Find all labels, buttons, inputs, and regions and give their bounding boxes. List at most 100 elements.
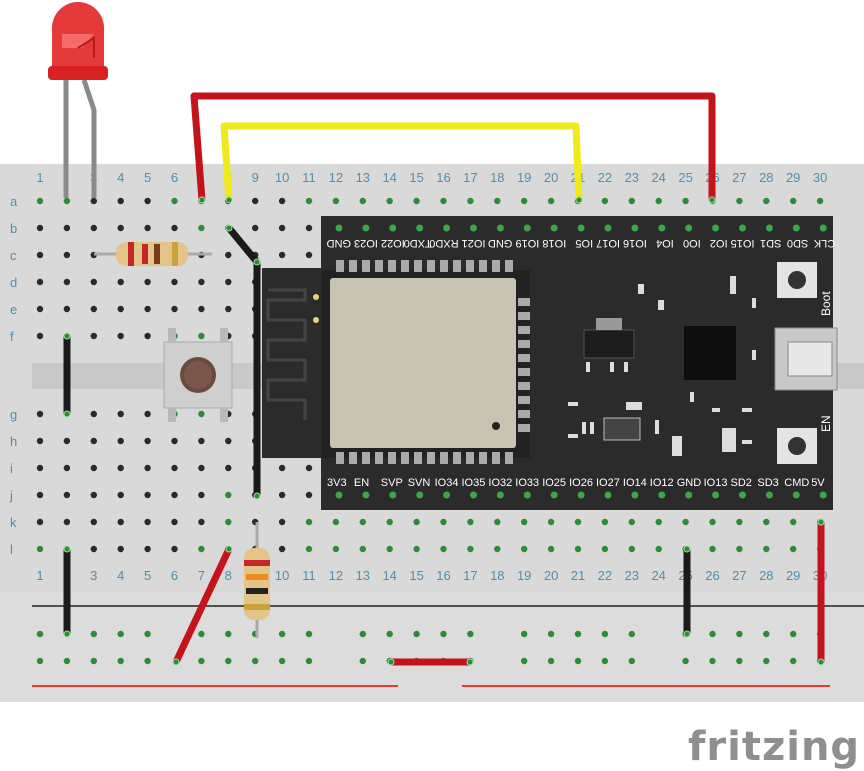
esp32-top-pin[interactable] xyxy=(712,224,720,232)
esp32-top-pin[interactable] xyxy=(604,224,612,232)
breadboard-hole xyxy=(144,305,151,313)
rail-hole xyxy=(601,657,609,665)
esp32-bottom-pin[interactable] xyxy=(739,491,746,499)
esp32-bottom-pin-label: SVN xyxy=(408,477,431,489)
breadboard-hole xyxy=(198,278,205,286)
breadboard-hole xyxy=(359,545,366,553)
esp32-top-pin[interactable] xyxy=(496,224,504,232)
breadboard-hole xyxy=(117,224,124,232)
esp32-top-pin[interactable] xyxy=(765,224,773,232)
esp32-bottom-pin[interactable] xyxy=(496,491,504,499)
esp32-top-pin[interactable] xyxy=(470,224,477,232)
column-label: 10 xyxy=(275,170,289,185)
esp32-bottom-pin-label: IO32 xyxy=(488,477,512,489)
column-label: 17 xyxy=(463,568,477,583)
module-pad xyxy=(375,452,383,464)
esp32-bottom-pin[interactable] xyxy=(685,491,693,499)
esp32-top-pin[interactable] xyxy=(362,224,370,232)
breadboard-hole xyxy=(90,545,98,553)
wire-end xyxy=(225,224,233,232)
esp32-bottom-pin[interactable] xyxy=(523,491,531,499)
module-pad xyxy=(414,452,422,464)
breadboard-hole xyxy=(763,518,770,526)
breadboard-hole xyxy=(601,545,609,553)
esp32-top-pin[interactable] xyxy=(631,224,639,232)
wire-red-diagonal[interactable] xyxy=(172,547,233,664)
wire-red-top[interactable] xyxy=(190,92,716,201)
esp32-bottom-pin-label: SD2 xyxy=(731,477,752,489)
esp32-bottom-pin[interactable] xyxy=(792,491,800,499)
esp32-bottom-pin[interactable] xyxy=(658,491,666,499)
esp32-bottom-pin[interactable] xyxy=(604,491,612,499)
module-pad xyxy=(336,452,344,464)
esp32-top-pin[interactable] xyxy=(658,224,666,232)
breadboard-hole xyxy=(305,518,313,526)
esp32-top-pin-label: RXD0 xyxy=(429,237,458,249)
breadboard-hole xyxy=(198,545,205,553)
esp32-bottom-pin[interactable] xyxy=(577,491,585,499)
module-pad xyxy=(453,452,461,464)
resistor-h-band-2 xyxy=(142,244,148,264)
wire-end xyxy=(63,630,71,638)
esp32-top-pin[interactable] xyxy=(550,224,558,232)
rail-hole xyxy=(440,630,447,638)
wire-yellow-top[interactable] xyxy=(220,122,583,201)
esp32-top-pin[interactable] xyxy=(819,224,827,232)
esp32-top-pin[interactable] xyxy=(389,224,397,232)
esp32-bottom-pin[interactable] xyxy=(416,491,424,499)
antenna-dot-2 xyxy=(313,317,319,323)
breadboard-hole xyxy=(36,410,44,418)
esp32-bottom-pin[interactable] xyxy=(470,491,477,499)
esp32-bottom-pin[interactable] xyxy=(389,491,397,499)
wire-end xyxy=(225,196,233,204)
column-label: 25 xyxy=(678,170,692,185)
module-pad xyxy=(336,260,344,272)
breadboard-hole xyxy=(547,545,555,553)
esp32-top-pin[interactable] xyxy=(443,224,451,232)
breadboard-hole xyxy=(198,437,205,445)
rail-hole xyxy=(790,657,797,665)
breadboard-hole xyxy=(521,197,528,205)
esp32-bottom-pin[interactable] xyxy=(443,491,451,499)
module-pad xyxy=(349,260,357,272)
esp32-bottom-pin-label: CMD xyxy=(784,477,809,489)
esp32-top-pin[interactable] xyxy=(523,224,531,232)
esp32-bottom-pin[interactable] xyxy=(335,491,343,499)
resistor-horizontal[interactable] xyxy=(94,242,212,266)
esp32-bottom-pin[interactable] xyxy=(765,491,773,499)
rail-hole xyxy=(574,630,582,638)
rail-hole xyxy=(198,630,205,638)
breadboard-hole xyxy=(440,518,447,526)
column-label: 23 xyxy=(625,568,639,583)
breadboard-hole xyxy=(90,464,98,472)
module-pad xyxy=(349,452,357,464)
resistor-v-band-3 xyxy=(246,588,268,594)
wires xyxy=(63,92,825,666)
esp32-top-pin[interactable] xyxy=(739,224,746,232)
esp32-bottom-pin[interactable] xyxy=(362,491,370,499)
esp32-top-pin[interactable] xyxy=(685,224,693,232)
esp32-top-pin[interactable] xyxy=(792,224,800,232)
breadboard-hole xyxy=(252,224,259,232)
esp32-top-pin[interactable] xyxy=(416,224,424,232)
boot-button-knob xyxy=(788,271,806,289)
breadboard-hole xyxy=(413,545,420,553)
rail-hole xyxy=(90,630,98,638)
red-led[interactable] xyxy=(48,2,108,198)
wire-end xyxy=(387,658,395,666)
esp32-bottom-pin[interactable] xyxy=(712,491,720,499)
pushbutton[interactable] xyxy=(163,328,233,422)
resistor-vertical[interactable] xyxy=(244,522,270,638)
esp32-bottom-pin[interactable] xyxy=(550,491,558,499)
esp32-bottom-pin[interactable] xyxy=(631,491,639,499)
breadboard-hole xyxy=(90,491,98,499)
module-pad xyxy=(518,396,530,404)
column-label: 30 xyxy=(813,170,827,185)
esp32-top-pin[interactable] xyxy=(577,224,585,232)
esp32-top-pin[interactable] xyxy=(335,224,343,232)
rail-hole xyxy=(252,657,259,665)
breadboard-hole xyxy=(305,197,313,205)
breadboard-hole xyxy=(63,518,71,526)
esp32-bottom-pin[interactable] xyxy=(819,491,827,499)
